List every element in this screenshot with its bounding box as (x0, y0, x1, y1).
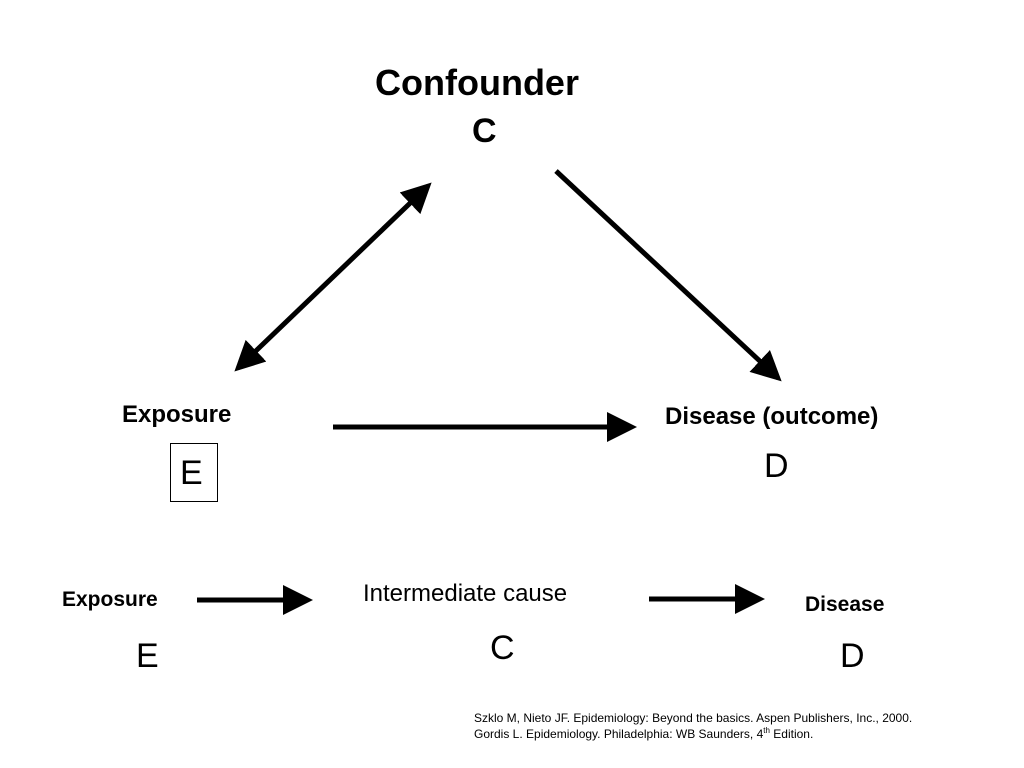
citation-line-2-superscript: th (763, 726, 770, 735)
arrow-exposure-confounder (234, 182, 432, 372)
citation-line-2: Gordis L. Epidemiology. Philadelphia: WB… (474, 726, 912, 742)
exposure-label: Exposure (122, 401, 232, 428)
disease-outcome-letter: D (764, 447, 789, 485)
chain-intermediate-letter: C (490, 629, 515, 667)
chain-disease-letter: D (840, 637, 865, 675)
chain-exposure-letter: E (136, 637, 159, 675)
citations: Szklo M, Nieto JF. Epidemiology: Beyond … (474, 710, 912, 742)
confounder-letter: C (472, 112, 497, 150)
exposure-letter: E (180, 454, 203, 492)
citation-line-2-text: Gordis L. Epidemiology. Philadelphia: WB… (474, 727, 764, 741)
citation-line-2-end: Edition. (769, 727, 814, 741)
citation-line-1: Szklo M, Nieto JF. Epidemiology: Beyond … (474, 711, 913, 725)
chain-exposure-label: Exposure (62, 588, 158, 611)
chain-intermediate-label: Intermediate cause (363, 580, 568, 607)
exposure-letter-box (170, 443, 218, 502)
chain-disease-label: Disease (805, 593, 885, 616)
arrow-confounder-disease (554, 169, 782, 382)
disease-outcome-label: Disease (outcome) (665, 403, 879, 430)
confounder-title: Confounder (375, 62, 579, 103)
